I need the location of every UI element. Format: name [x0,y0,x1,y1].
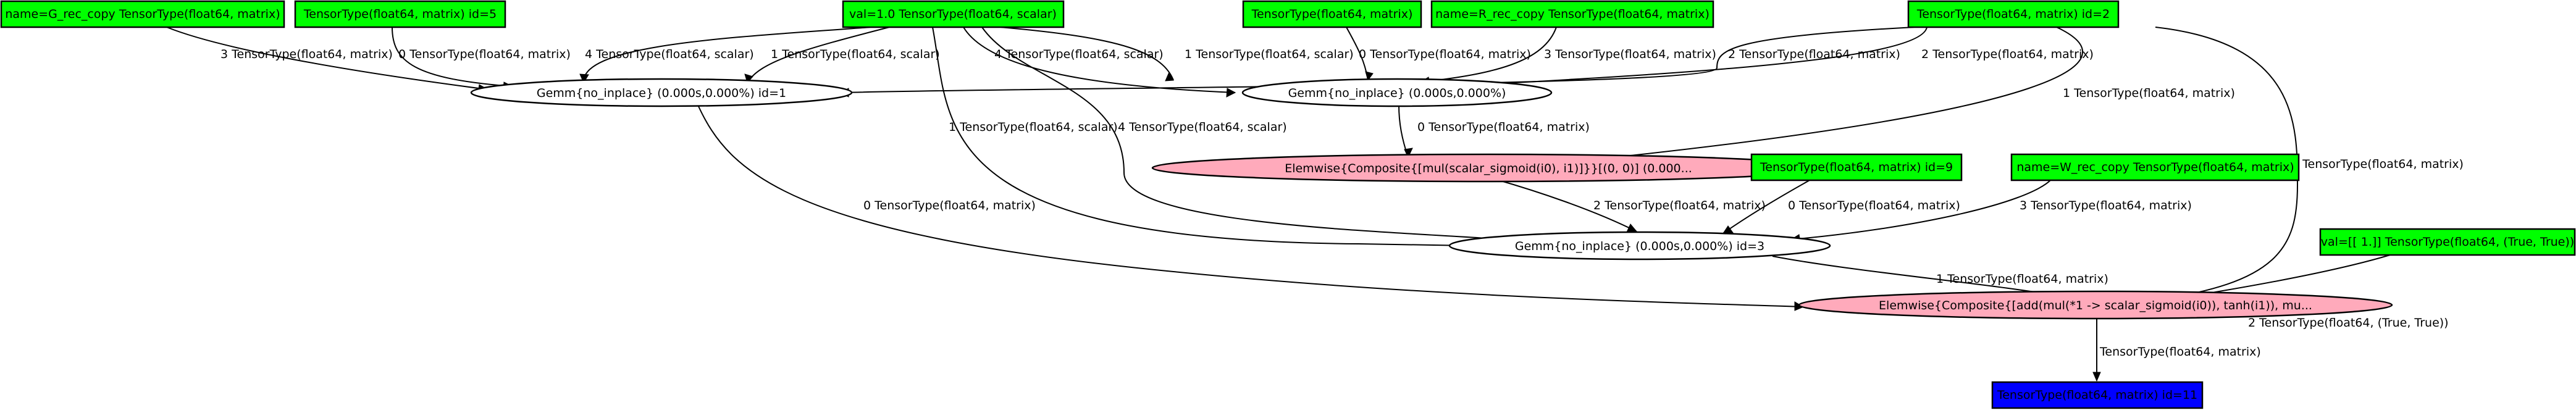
edge-val1-to-gemm0-b: 1 TensorType(float64, scalar) [1000,27,1354,81]
node-gemm-id3[interactable]: Gemm{no_inplace} (0.000s,0.000%) id=3 [1448,231,1831,261]
edge-label: 0 TensorType(float64, matrix) [1788,199,1960,212]
edge-label: 0 TensorType(float64, matrix) [1359,48,1531,61]
edge-gemm1-to-elem2: 0 TensorType(float64, matrix) [697,104,1805,311]
node-gemm[interactable]: Gemm{no_inplace} (0.000s,0.000%) [1241,78,1553,107]
node-label: name=G_rec_copy TensorType(float64, matr… [5,7,280,21]
node-elemwise-mul[interactable]: Elemwise{Composite{[mul(scalar_sigmoid(i… [1151,153,1826,183]
edge-val1-to-gemm1-b: 1 TensorType(float64, scalar) [744,27,940,84]
node-val-ones[interactable]: val=[[ 1.]] TensorType(float64, (True, T… [2319,228,2576,256]
node-label: name=R_rec_copy TensorType(float64, matr… [1435,7,1710,21]
edge-label: 1 TensorType(float64, scalar) [949,120,1118,134]
edge-label: 3 TensorType(float64, matrix) [1544,48,1716,61]
edge-val1-to-gemm1-a: 4 TensorType(float64, scalar) [579,27,871,84]
node-label: Gemm{no_inplace} (0.000s,0.000%) id=3 [1515,240,1764,253]
edge-label: 4 TensorType(float64, scalar) [1118,120,1287,134]
edge-gemm0-to-elem1: 0 TensorType(float64, matrix) [1398,104,1590,159]
edge-label: 2 TensorType(float64, matrix) [1921,48,2094,61]
node-label: TensorType(float64, matrix) id=11 [1997,388,2197,402]
node-label: Gemm{no_inplace} (0.000s,0.000%) [1288,86,1506,100]
node-id5[interactable]: TensorType(float64, matrix) id=5 [294,0,506,28]
node-label: Elemwise{Composite{[mul(scalar_sigmoid(i… [1285,162,1692,175]
edge-label: 1 TensorType(float64, matrix) [2063,86,2235,100]
edge-label: TensorType(float64, matrix) [2099,345,2261,359]
edge-label: 3 TensorType(float64, matrix) [220,48,393,61]
node-label: name=W_rec_copy TensorType(float64, matr… [2016,161,2294,174]
node-r-rec-copy[interactable]: name=R_rec_copy TensorType(float64, matr… [1430,0,1714,28]
edge-label: 2 TensorType(float64, (True, True)) [2248,316,2449,330]
edge-w-to-gemm3: 3 TensorType(float64, matrix) [1790,180,2192,244]
node-output-id11[interactable]: TensorType(float64, matrix) id=11 [1991,381,2204,409]
node-elemwise-add[interactable]: Elemwise{Composite{[add(mul(*1 -> scalar… [1798,290,2393,320]
edge-label: 3 TensorType(float64, matrix) [2291,157,2464,171]
edge-label: 0 TensorType(float64, matrix) [863,199,1036,212]
node-val-1[interactable]: val=1.0 TensorType(float64, scalar) [842,0,1065,28]
node-label: val=1.0 TensorType(float64, scalar) [849,7,1057,21]
node-label: TensorType(float64, matrix) id=5 [303,7,497,21]
edge-val1-to-gemm0-a: 4 TensorType(float64, scalar) [963,27,1236,98]
node-label: Gemm{no_inplace} (0.000s,0.000%) id=1 [537,86,786,100]
node-gemm-id1[interactable]: Gemm{no_inplace} (0.000s,0.000%) id=1 [470,78,853,107]
node-w-rec-copy[interactable]: name=W_rec_copy TensorType(float64, matr… [2010,153,2300,181]
node-label: Elemwise{Composite{[add(mul(*1 -> scalar… [1879,299,2312,312]
node-label: TensorType(float64, matrix) id=9 [1760,161,1953,174]
edge-label: 3 TensorType(float64, matrix) [2020,199,2192,212]
node-id2[interactable]: TensorType(float64, matrix) id=2 [1907,0,2120,28]
edge-label: 0 TensorType(float64, matrix) [1417,120,1590,134]
node-label: TensorType(float64, matrix) id=2 [1916,7,2110,21]
edge-elem1-to-gemm3: 2 TensorType(float64, matrix) [1494,178,1766,233]
edge-label: 4 TensorType(float64, scalar) [994,48,1164,61]
node-id9[interactable]: TensorType(float64, matrix) id=9 [1750,153,1963,181]
edge-label: 2 TensorType(float64, matrix) [1728,48,1900,61]
node-tensortype[interactable]: TensorType(float64, matrix) [1242,0,1422,28]
edge-elem2-to-output: TensorType(float64, matrix) [2092,318,2261,382]
edge-label: 0 TensorType(float64, matrix) [398,48,571,61]
edge-label: 4 TensorType(float64, scalar) [585,48,754,61]
node-label: val=[[ 1.]] TensorType(float64, (True, T… [2321,235,2574,249]
node-label: TensorType(float64, matrix) [1251,7,1413,21]
edge-tt-to-gemm0: 0 TensorType(float64, matrix) [1346,27,1531,81]
node-g-rec-copy[interactable]: name=G_rec_copy TensorType(float64, matr… [0,0,285,28]
edge-label: 1 TensorType(float64, scalar) [771,48,940,61]
edge-label: 1 TensorType(float64, scalar) [1185,48,1354,61]
edge-label: 2 TensorType(float64, matrix) [1593,199,1766,212]
edge-label: 1 TensorType(float64, matrix) [1936,272,2108,286]
